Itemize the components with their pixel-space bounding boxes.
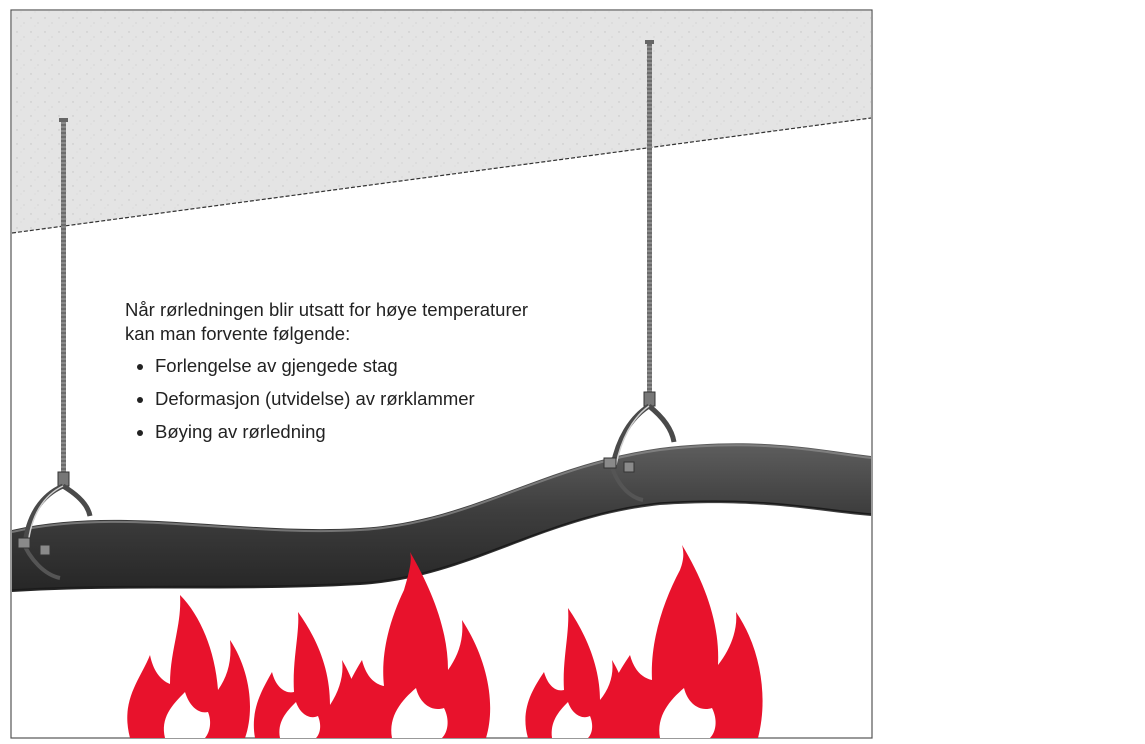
flame-1: [127, 595, 250, 738]
threaded-rod-right: [647, 43, 652, 398]
list-item: Bøying av rørledning: [155, 420, 585, 444]
flame-3: [341, 552, 491, 738]
flame-4: [525, 608, 629, 738]
pipe-clamp-right: [603, 391, 677, 502]
fire-icon: [127, 545, 763, 738]
ceiling-slab: [12, 11, 871, 233]
flame-5: [606, 545, 763, 738]
pipe-clamp-left: [17, 471, 93, 580]
threaded-rod-left: [61, 121, 66, 476]
heading-line-2: kan man forvente følgende:: [125, 323, 351, 344]
list-item: Forlengelse av gjengede stag: [155, 354, 585, 378]
list-item: Deformasjon (utvidelse) av rørklammer: [155, 387, 585, 411]
effects-list: Forlengelse av gjengede stag Deformasjon…: [125, 354, 585, 444]
flame-2: [253, 612, 359, 738]
side-view-panel: [10, 9, 873, 739]
heading-line-1: Når rørledningen blir utsatt for høye te…: [125, 299, 529, 320]
info-text: Når rørledningen blir utsatt for høye te…: [125, 298, 585, 453]
ceiling-edge: [11, 117, 872, 234]
bent-pipe: [12, 443, 871, 592]
